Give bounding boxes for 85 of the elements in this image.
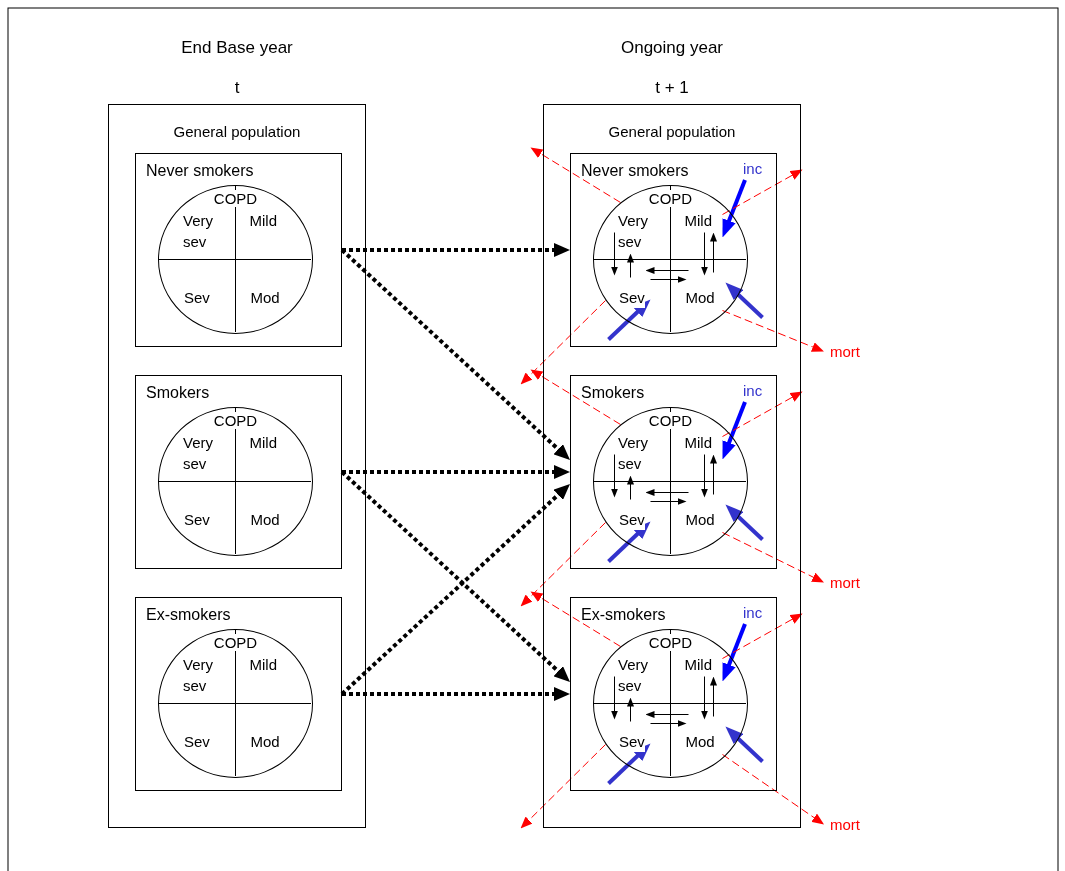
- dotted-arrow: [340, 248, 570, 460]
- arrow: [627, 475, 634, 500]
- thick-arrow: [722, 179, 747, 238]
- thick-arrow: [607, 521, 651, 563]
- severity-circle: [593, 185, 748, 334]
- dashed-arrow: [722, 169, 803, 215]
- arrow: [701, 232, 708, 276]
- arrow: [710, 232, 717, 273]
- thick-arrow: [722, 623, 747, 682]
- circle-title: COPD: [648, 190, 693, 207]
- dashed-arrow: [722, 613, 803, 659]
- dashed-arrow: [722, 391, 803, 437]
- thick-arrow: [725, 726, 764, 763]
- thick-arrow: [722, 401, 747, 460]
- population-label: General population: [607, 123, 737, 140]
- quadrant: [669, 480, 746, 554]
- subgroup-title: Never smokers: [146, 162, 254, 180]
- arrow: [611, 454, 618, 498]
- arrow: [611, 676, 618, 720]
- dotted-arrow: [342, 465, 570, 479]
- dashed-arrow: [530, 591, 621, 647]
- arrow: [650, 498, 687, 505]
- dashed-arrow: [722, 754, 825, 825]
- mortality-label: mort: [830, 574, 860, 591]
- arrow: [701, 454, 708, 498]
- dashed-arrow: [520, 744, 606, 829]
- severity-circle: [158, 185, 313, 334]
- arrow: [627, 697, 634, 722]
- subgroup-title: Ex-smokers: [581, 606, 666, 624]
- time-label: t: [233, 78, 241, 98]
- time-label: t + 1: [654, 78, 690, 98]
- column-heading: Ongoing year: [619, 38, 725, 58]
- dashed-arrow: [520, 300, 606, 385]
- subgroup-box: [135, 153, 342, 347]
- thick-arrow: [607, 299, 651, 341]
- arrow: [701, 676, 708, 720]
- thick-arrow: [725, 282, 764, 319]
- dashed-arrow: [722, 310, 824, 352]
- dashed-arrow: [520, 522, 606, 607]
- quadrant: [234, 258, 311, 332]
- subgroup-title: Ex-smokers: [146, 606, 231, 624]
- arrow: [645, 711, 689, 718]
- incidence-label: inc: [743, 604, 763, 621]
- thick-arrow: [607, 743, 651, 785]
- column-heading: End Base year: [180, 38, 294, 58]
- dotted-arrow: [342, 687, 570, 701]
- thick-arrow: [725, 504, 764, 541]
- population-label: General population: [172, 123, 302, 140]
- quadrant: [234, 702, 311, 776]
- subgroup-box: [135, 597, 342, 791]
- circle-title: COPD: [213, 634, 258, 651]
- severity-circle: [158, 407, 313, 556]
- dashed-arrow: [530, 369, 621, 425]
- circle-title: COPD: [213, 412, 258, 429]
- dashed-arrow: [530, 147, 621, 203]
- dotted-arrow: [342, 243, 570, 257]
- subgroup-box: [570, 153, 777, 347]
- incidence-label: inc: [743, 160, 763, 177]
- subgroup-title: Smokers: [581, 384, 645, 402]
- severity-circle: [593, 407, 748, 556]
- subgroup-box: [570, 597, 777, 791]
- subgroup-title: Never smokers: [581, 162, 689, 180]
- arrow: [627, 253, 634, 278]
- arrow: [645, 267, 689, 274]
- severity-circle: [593, 629, 748, 778]
- circle-title: COPD: [648, 412, 693, 429]
- quadrant: [669, 702, 746, 776]
- subgroup-title: Smokers: [146, 384, 210, 402]
- circle-title: COPD: [213, 190, 258, 207]
- mortality-label: mort: [830, 816, 860, 833]
- severity-circle: [158, 629, 313, 778]
- arrow: [650, 720, 687, 727]
- mortality-label: mort: [830, 343, 860, 360]
- incidence-label: inc: [743, 382, 763, 399]
- arrow: [710, 676, 717, 717]
- dashed-arrow: [722, 532, 824, 583]
- arrow: [710, 454, 717, 495]
- arrow: [650, 276, 687, 283]
- circle-title: COPD: [648, 634, 693, 651]
- quadrant: [669, 258, 746, 332]
- quadrant: [234, 480, 311, 554]
- arrow: [611, 232, 618, 276]
- arrow: [645, 489, 689, 496]
- subgroup-box: [135, 375, 342, 569]
- subgroup-box: [570, 375, 777, 569]
